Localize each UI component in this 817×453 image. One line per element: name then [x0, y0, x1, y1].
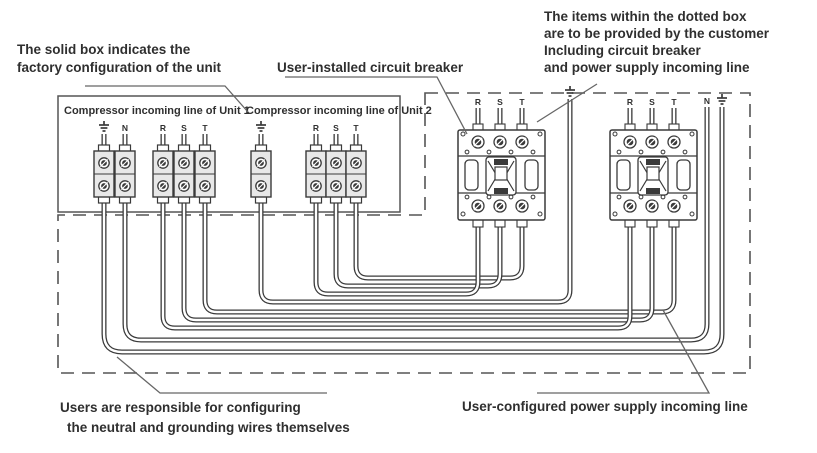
dotted-box-note-line4: and power supply incoming line [544, 60, 750, 75]
breaker2-phase-t-label: T [671, 97, 677, 107]
terminal-unit2-ground [250, 144, 272, 204]
unit2-phase-t-label: T [353, 123, 359, 133]
solid-box-note: The solid box indicates the factory conf… [17, 41, 221, 77]
wire-unit2-r-to-breaker1 [313, 197, 481, 297]
terminal-unit1-ground [93, 144, 115, 204]
components-layer [93, 123, 698, 228]
power-note: User-configured power supply incoming li… [462, 399, 748, 414]
dotted-box-note-line2: are to be provided by the customer [544, 26, 770, 41]
leader-line-neutral-note [116, 356, 327, 394]
leader-line-power-note [537, 309, 711, 394]
wire-unit2-t-to-breaker1 [353, 197, 525, 281]
unit1-caption: Compressor incoming line of Unit 1 [64, 105, 250, 117]
unit1-phase-r-label: R [160, 123, 166, 133]
circuit-breaker-1 [457, 123, 546, 228]
wire-bundle [101, 99, 725, 355]
terminal-unit2-s [325, 144, 347, 204]
dotted-box-note-line3: Including circuit breaker [544, 43, 701, 58]
leader-line-dotted-box-note [536, 83, 598, 123]
circuit-breaker-2 [609, 123, 698, 228]
neutral-note-line1: Users are responsible for configuring [60, 400, 301, 415]
unit2-phase-r-label: R [313, 123, 319, 133]
breaker1-phase-s-label: S [497, 97, 503, 107]
unit1-phase-s-label: S [181, 123, 187, 133]
breaker1-phase-t-label: T [519, 97, 525, 107]
supply-neutral-label: N [704, 96, 710, 106]
wire-unit1-r-to-breaker2 [160, 197, 633, 331]
unit2-phase-s-label: S [333, 123, 339, 133]
wire-unit2-s-to-breaker1 [333, 197, 503, 289]
leader-line-breaker-note [285, 76, 468, 135]
wire-unit2-ground [258, 99, 573, 305]
wire-unit1-neutral [122, 107, 710, 343]
wire-unit1-s-to-breaker2 [181, 197, 655, 323]
neutral-note-line2: the neutral and grounding wires themselv… [67, 420, 350, 435]
dotted-box-note-line1: The items within the dotted box [544, 9, 747, 24]
terminal-unit1-t [194, 144, 216, 204]
breaker2-phase-s-label: S [649, 97, 655, 107]
neutral-note: Users are responsible for configuring th… [60, 398, 350, 438]
terminal-unit1-r [152, 144, 174, 204]
solid-box-note-line1: The solid box indicates the [17, 42, 191, 57]
earth-ground-icon [99, 121, 109, 132]
dotted-customer-box [57, 92, 751, 374]
terminal-unit1-neutral [114, 144, 136, 204]
wire-unit1-ground [101, 107, 725, 355]
breaker-toggle [485, 156, 517, 196]
unit2-caption: Compressor incoming line of Unit 2 [246, 105, 432, 117]
wire-unit1-t-to-breaker2 [202, 197, 677, 315]
earth-ground-icon [256, 121, 266, 132]
breaker2-phase-r-label: R [627, 97, 633, 107]
breaker1-phase-r-label: R [475, 97, 481, 107]
dotted-box-note: The items within the dotted box are to b… [544, 8, 769, 76]
earth-ground-icon [717, 94, 727, 105]
terminal-unit2-t [345, 144, 367, 204]
earth-ground-icon [565, 86, 575, 97]
leader-line-solid-box-note [85, 85, 249, 113]
solid-box-note-line2: factory configuration of the unit [17, 60, 221, 75]
unit1-neutral-label: N [122, 123, 128, 133]
unit1-phase-t-label: T [202, 123, 208, 133]
breaker-note: User-installed circuit breaker [277, 60, 464, 75]
breaker-toggle [637, 156, 669, 196]
terminal-unit1-s [173, 144, 195, 204]
terminal-unit2-r [305, 144, 327, 204]
